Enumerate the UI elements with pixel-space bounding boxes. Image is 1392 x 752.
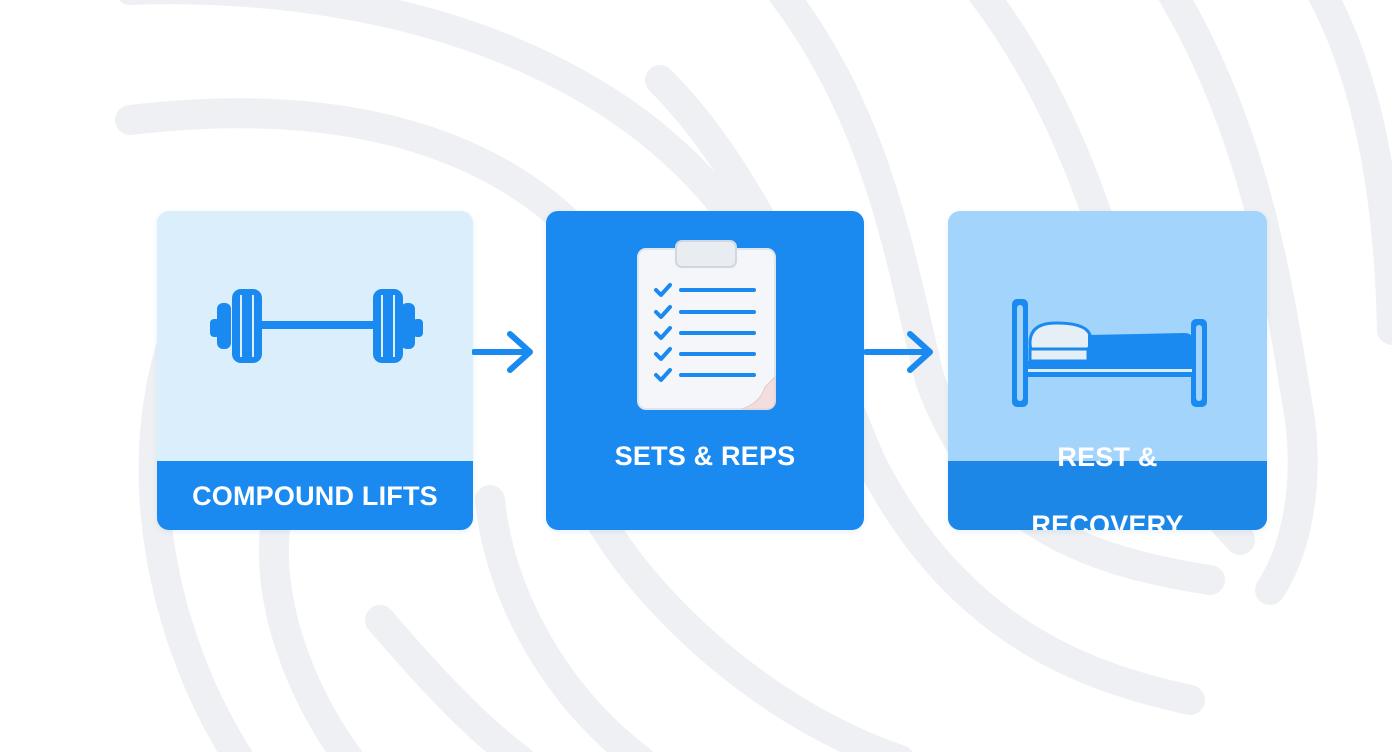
- arrow-right-icon: [472, 331, 533, 373]
- clipboard-checklist-icon: [637, 240, 776, 410]
- step-label: COMPOUND LIFTS: [192, 480, 438, 511]
- step-label-line-2: RECOVERY: [1031, 509, 1184, 531]
- arrow-right-icon: [864, 331, 933, 373]
- step-card-sets-reps: SETS & REPS: [546, 211, 864, 530]
- barbell-icon: [210, 289, 423, 363]
- step-card-rest-recovery: REST & RECOVERY: [948, 211, 1267, 530]
- step-label-band: REST & RECOVERY: [948, 442, 1267, 530]
- step-label: REST & RECOVERY: [1031, 406, 1183, 531]
- step-label-line-1: REST &: [1057, 441, 1158, 472]
- step-label-band: COMPOUND LIFTS: [157, 461, 473, 530]
- bed-icon: [1012, 299, 1207, 407]
- step-label-container: SETS & REPS: [546, 439, 864, 473]
- step-card-compound-lifts: COMPOUND LIFTS: [157, 211, 473, 530]
- step-label: SETS & REPS: [614, 441, 796, 471]
